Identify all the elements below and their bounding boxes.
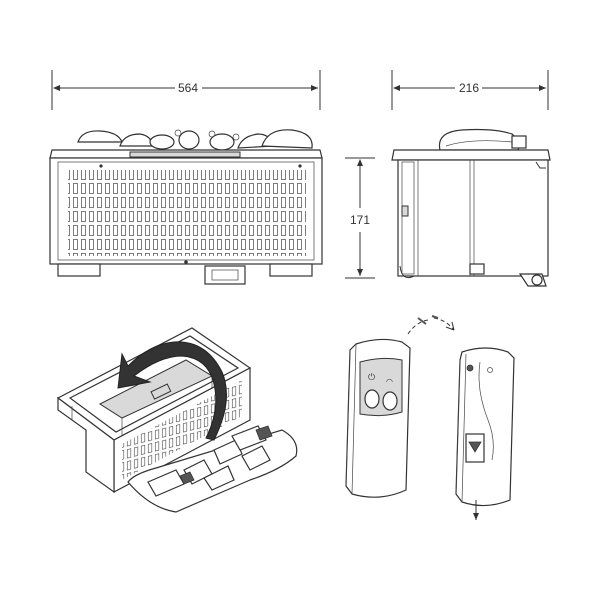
front-view: 564 [49,70,323,285]
side-depth-dimension: 216 [391,70,549,110]
height-label: 171 [350,213,370,227]
height-dimension: 171 [345,157,375,279]
front-control-plug [211,269,239,281]
power-icon: ⏻ [368,372,375,383]
side-logs [438,128,520,151]
side-front-panel [401,161,415,275]
side-body [397,159,549,277]
side-top [391,149,551,161]
battery-latch [468,441,482,453]
front-width-dimension: 564 [51,70,321,110]
side-rear-wheel [531,274,543,286]
remote-back [455,347,515,520]
front-screw [298,164,302,168]
flame-icon: ◠ [386,377,393,386]
isometric-view [56,327,298,513]
front-control-box [204,265,246,285]
flip-arrow-icon [407,315,455,335]
remote-power-button[interactable] [364,389,380,409]
iso-rotate-arrow-icon [117,341,227,441]
front-screw [99,164,103,168]
remote-flame-button[interactable] [382,391,398,411]
side-rear-tab [535,161,546,169]
front-grille [68,170,306,256]
iso-inner-slot [150,383,172,400]
side-depth-label: 216 [459,81,479,95]
iso-grille [122,380,242,480]
front-tray-slot [129,151,241,158]
side-view: 216 [391,70,551,287]
remote-front: ⏻ ◠ [345,338,411,498]
side-switch [401,205,409,217]
side-bracket [469,263,485,275]
side-cable [399,265,415,279]
front-width-label: 564 [178,81,198,95]
front-screw [184,260,188,264]
iso-left-face [57,396,115,494]
iso-logs [147,425,273,497]
front-foot-left [57,263,101,277]
front-foot-right [269,263,313,277]
front-inner-frame [57,161,315,261]
front-logs [77,129,313,151]
side-log-end [511,135,527,149]
